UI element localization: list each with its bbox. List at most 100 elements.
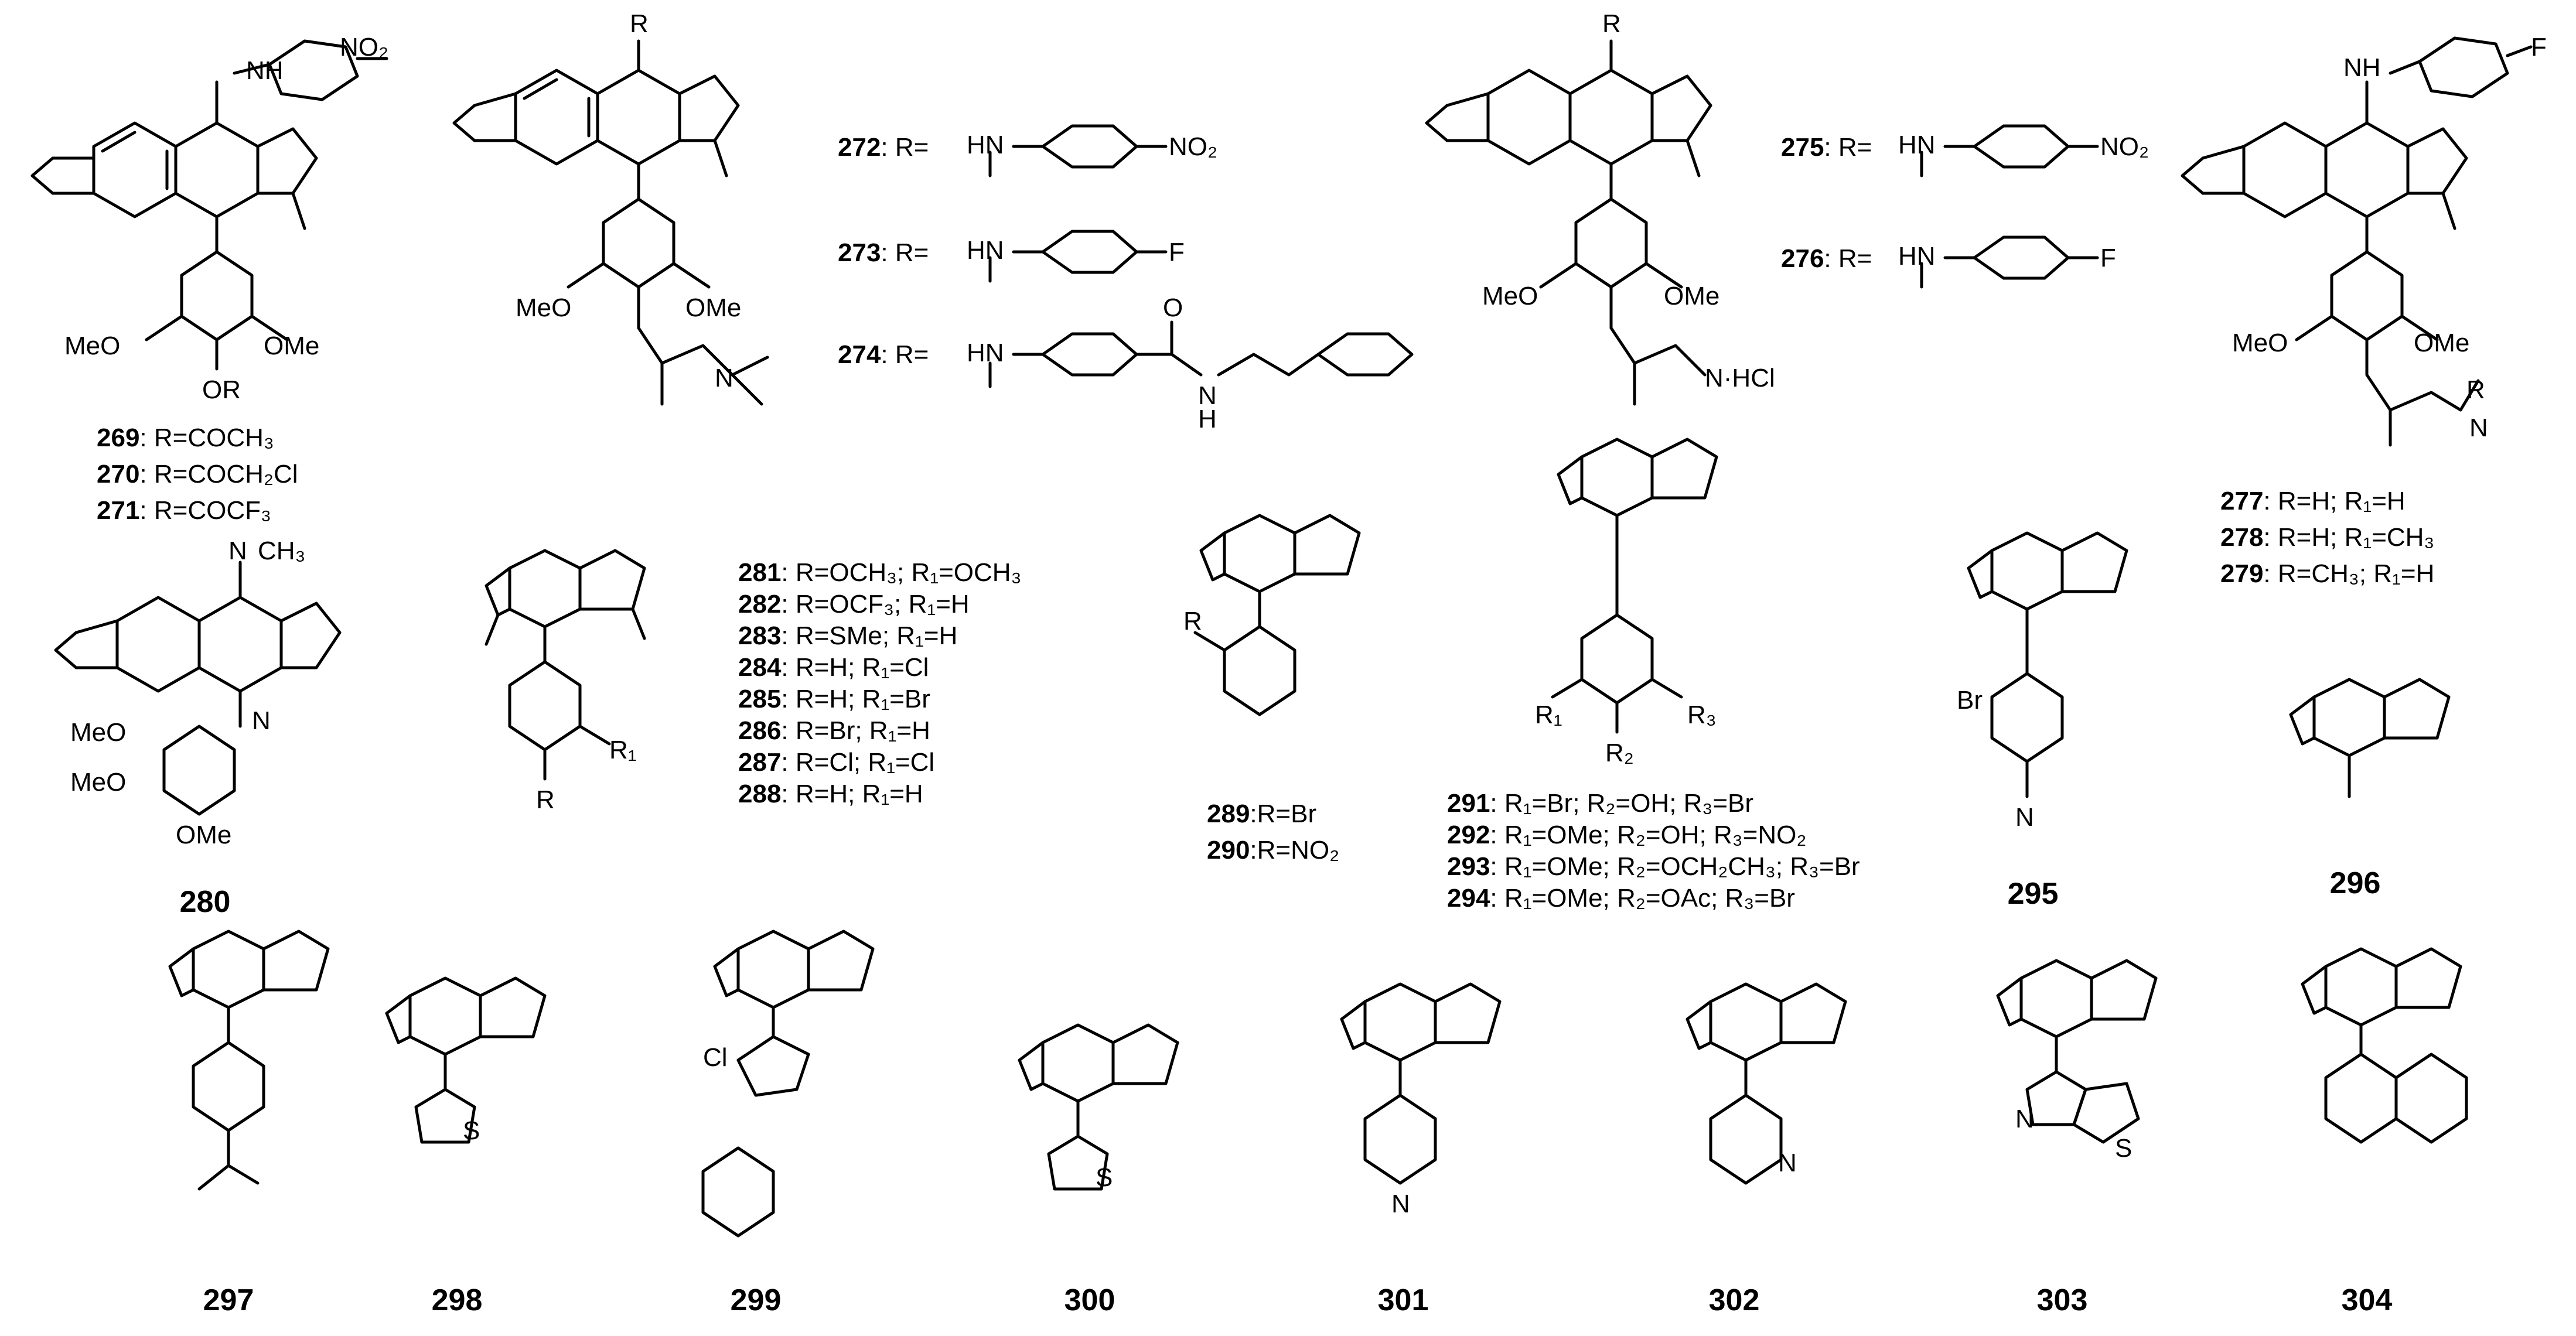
atom-n-272: N (715, 364, 733, 392)
compound-number-301: 301 (1377, 1283, 1429, 1317)
structure-277-279 (2181, 36, 2533, 447)
compound-number-302: 302 (1708, 1283, 1760, 1317)
label-281: 281: R=OCH₃; R₁=OCH₃ (738, 558, 1022, 587)
atom-r-277: R (2466, 375, 2485, 404)
atom-meo-269: MeO (64, 332, 120, 360)
label-282: 282: R=OCF₃; R₁=H (738, 590, 970, 619)
structure-295 (1967, 531, 2128, 798)
compound-number-304: 304 (2341, 1283, 2393, 1317)
compound-number-280: 280 (179, 885, 231, 919)
structure-281-288 (485, 549, 646, 781)
atom-r-289: R (1183, 607, 1202, 635)
compound-number-299: 299 (730, 1283, 782, 1317)
label-276: 276: R= (1781, 244, 1872, 273)
structure-275-276 (1425, 39, 1712, 406)
label-283: 283: R=SMe; R₁=H (738, 621, 958, 650)
structure-300 (1018, 1023, 1179, 1191)
compound-number-297: 297 (203, 1283, 254, 1317)
label-294: 294: R₁=OMe; R₂=OAc; R₃=Br (1447, 884, 1795, 913)
atom-r1-281: R₁ (609, 736, 637, 764)
label-272: 272: R= (838, 133, 929, 162)
label-292: 292: R₁=OMe; R₂=OH; R₃=NO₂ (1447, 821, 1807, 849)
label-284: 284: R=H; R₁=Cl (738, 653, 929, 682)
atom-meo-280-b: MeO (70, 768, 126, 797)
atom-nh-r1-277: N (2469, 414, 2488, 442)
atom-f-277: F (2531, 33, 2547, 61)
structure-298 (385, 976, 547, 1144)
atom-ome-269: OMe (264, 332, 319, 360)
atom-ome-272: OMe (685, 293, 741, 322)
atom-n-301: N (1391, 1190, 1410, 1218)
atom-o-274: O (1163, 293, 1183, 322)
structure-291-294 (1551, 438, 1718, 734)
atom-h-274: H (1198, 405, 1217, 433)
substituent-272 (988, 124, 1168, 177)
label-291: 291: R₁=Br; R₂=OH; R₃=Br (1447, 789, 1754, 818)
compound-number-300: 300 (1064, 1283, 1115, 1317)
atom-nh-269: NH (246, 56, 284, 85)
structure-302 (1686, 982, 1847, 1185)
label-287: 287: R=Cl; R₁=Cl (738, 748, 935, 777)
label-293: 293: R₁=OMe; R₂=OCH₂CH₃; R₃=Br (1447, 852, 1860, 881)
atom-r-272: R (630, 9, 649, 38)
compound-number-303: 303 (2036, 1283, 2088, 1317)
structure-269-271 (30, 39, 388, 371)
atom-r1-291: R₁ (1535, 701, 1562, 729)
atom-f-273: F (1169, 238, 1185, 266)
label-286: 286: R=Br; R₁=H (738, 716, 930, 745)
atom-r3-291: R₃ (1687, 701, 1717, 729)
label-269: 269: R=COCH₃ (97, 423, 274, 452)
atom-r2-291: R₂ (1605, 739, 1634, 767)
atom-ch3-280: CH₃ (258, 537, 305, 565)
substituent-275 (1920, 124, 2099, 177)
structure-303 (1996, 959, 2158, 1144)
atom-hn-276: HN (1898, 242, 1936, 271)
atom-meo-272: MeO (516, 293, 571, 322)
atom-hn-274: HN (967, 339, 1004, 367)
atom-n-295: N (2015, 803, 2034, 832)
compound-number-298: 298 (431, 1283, 483, 1317)
atom-meo-280-a: MeO (70, 718, 126, 747)
atom-ome-280: OMe (176, 821, 231, 849)
atom-cl-299: Cl (703, 1043, 728, 1072)
atom-meo-275: MeO (1482, 282, 1538, 310)
label-274: 274: R= (838, 340, 929, 369)
atom-r-275: R (1602, 9, 1621, 38)
atom-hn-272: HN (967, 131, 1004, 159)
structure-296 (2289, 678, 2451, 798)
label-278: 278: R=H; R₁=CH₃ (2220, 523, 2435, 552)
compound-number-295: 295 (2007, 877, 2059, 911)
structure-272-274 (452, 39, 769, 406)
label-275: 275: R= (1781, 133, 1872, 162)
atom-n-280: N (228, 537, 247, 565)
structure-301 (1340, 982, 1502, 1185)
compound-number-296: 296 (2329, 866, 2381, 900)
structure-304 (2301, 947, 2468, 1144)
atom-n-hcl-275: N·HCl (1705, 364, 1775, 392)
atom-hn-275: HN (1898, 131, 1936, 159)
structure-280 (54, 561, 342, 816)
atom-ome-277: OMe (2414, 329, 2469, 357)
atom-nh-280: N (252, 706, 271, 735)
atom-nh-274: N (1198, 381, 1217, 410)
structure-299 (701, 930, 875, 1238)
atom-s-303: S (2115, 1134, 2132, 1163)
atom-hn-273: HN (967, 236, 1004, 265)
atom-no2-275: NO₂ (2100, 132, 2149, 161)
label-289: 289:R=Br (1207, 799, 1317, 828)
label-279: 279: R=CH₃; R₁=H (2220, 559, 2435, 588)
atom-n-303: N (2015, 1105, 2034, 1133)
label-277: 277: R=H; R₁=H (2220, 487, 2406, 515)
label-285: 285: R=H; R₁=Br (738, 685, 930, 713)
structure-289-290 (1193, 514, 1361, 716)
label-270: 270: R=COCH₂Cl (97, 460, 298, 488)
label-290: 290:R=NO₂ (1207, 836, 1340, 865)
atom-s-298: S (463, 1116, 480, 1145)
label-273: 273: R= (838, 238, 929, 267)
atom-r-281: R (536, 785, 555, 814)
atom-f-276: F (2100, 244, 2116, 272)
atom-no2-269: NO₂ (340, 33, 388, 61)
atom-s-300: S (1096, 1163, 1113, 1192)
substituent-276 (1920, 235, 2099, 289)
